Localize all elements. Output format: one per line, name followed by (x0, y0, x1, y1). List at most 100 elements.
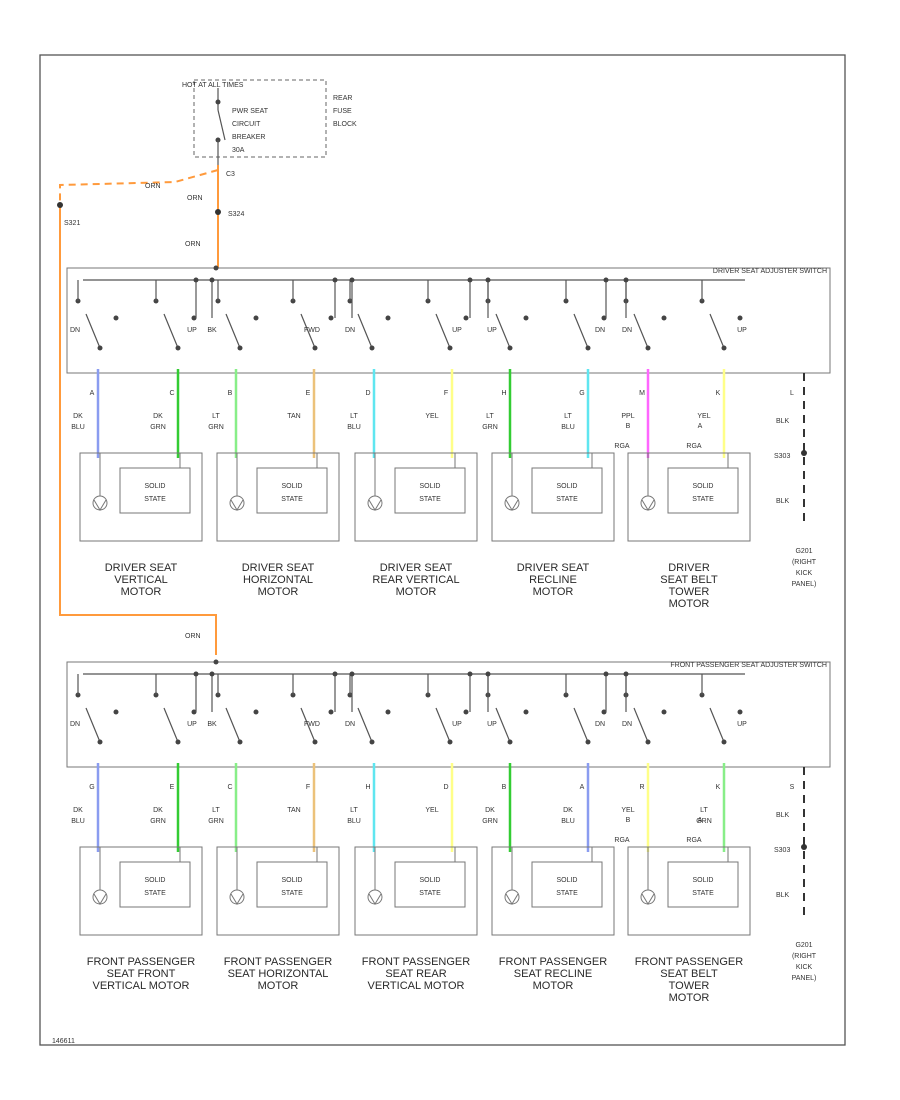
switch-contact-8: DN (563, 674, 607, 745)
pin-label: C (169, 390, 174, 397)
motor-name-label: DRIVER SEAT (242, 562, 315, 574)
motor-icon (229, 495, 245, 511)
wire-color-label: TAN (287, 807, 300, 814)
contact-blade (633, 313, 649, 349)
solid-state-label: STATE (281, 890, 303, 897)
switch-contact-10: UP (699, 674, 747, 745)
motor-name-label: DRIVER SEAT (380, 562, 453, 574)
breaker-label-1: PWR SEAT (232, 108, 269, 115)
motor-icon (640, 889, 656, 905)
contact-terminal-right (385, 709, 391, 715)
motor-name-label: MOTOR (396, 586, 437, 598)
switch-input-pin (213, 659, 219, 665)
motor-name-label: MOTOR (258, 980, 299, 992)
contact-pivot (645, 345, 651, 351)
bus-tap-dot-7 (603, 671, 609, 677)
belt-pin-label: A (698, 423, 703, 430)
switch-contact-2: UP (153, 674, 197, 745)
splice-s321-label: S321 (64, 220, 80, 227)
switch-contact-1: DN (70, 280, 119, 351)
contact-pivot (645, 739, 651, 745)
motor-name-label: FRONT PASSENGER (362, 956, 470, 968)
belt-connector-label: RGA (614, 443, 630, 450)
breaker-label-2: CIRCUIT (232, 121, 261, 128)
ground-location-label: G201 (795, 942, 812, 949)
motor-name-label: DRIVER SEAT (105, 562, 178, 574)
switch-position-label: DN (70, 327, 80, 334)
feed-wire-main-label: ORN (187, 195, 203, 202)
motor-name-label: FRONT PASSENGER (499, 956, 607, 968)
solid-state-label: SOLID (419, 483, 440, 490)
switch-input-pin (213, 265, 219, 271)
motor-symbol (93, 893, 107, 905)
fuse-connector-label: C3 (226, 171, 235, 178)
fuse-block-label-2: FUSE (333, 108, 352, 115)
wire-color-label: BLU (561, 818, 575, 825)
contact-terminal-right (737, 709, 743, 715)
switch-contact-6: UP (425, 674, 469, 745)
motor-name-label: SEAT FRONT (107, 968, 176, 980)
wire-color-label: LT (564, 413, 572, 420)
motor-name-label: MOTOR (258, 586, 299, 598)
motor-name-label: REAR VERTICAL (372, 574, 459, 586)
bus-tap-dot-5 (467, 671, 473, 677)
solid-state-label: STATE (692, 890, 714, 897)
switch-position-label: UP (737, 327, 747, 334)
motor-name-label: MOTOR (121, 586, 162, 598)
motor-icon (229, 889, 245, 905)
pin-label: G (89, 784, 94, 791)
switch-position-label: UP (487, 721, 497, 728)
contact-blade (300, 313, 316, 349)
pin-label: H (501, 390, 506, 397)
motor-name-label: SEAT BELT (660, 968, 718, 980)
motor-housing (354, 846, 478, 936)
contact-blade (573, 313, 589, 349)
ground-pin-label: L (790, 390, 794, 397)
switch-position-label: UP (187, 327, 197, 334)
switch-position-label: DN (345, 721, 355, 728)
belt-connector-label: RGA (686, 443, 702, 450)
contact-pivot (237, 739, 243, 745)
motor-name-label: SEAT RECLINE (514, 968, 592, 980)
motor-name-label: VERTICAL (114, 574, 168, 586)
motor-symbol (505, 893, 519, 905)
motor-symbol (368, 499, 382, 511)
wire-color-label: BLU (71, 424, 85, 431)
motor-icon (504, 495, 520, 511)
wire-color-label: LT (700, 807, 708, 814)
solid-state-label: SOLID (419, 877, 440, 884)
ground-splice-label: S303 (774, 453, 790, 460)
contact-pivot (447, 739, 453, 745)
motor-name-label: TOWER (669, 586, 710, 598)
wire-color-label: LT (350, 807, 358, 814)
pin-label: A (90, 390, 95, 397)
switch-contact-8: DN (563, 280, 607, 351)
fuse-block-label-3: BLOCK (333, 121, 357, 128)
wire-color-label: GRN (208, 818, 224, 825)
wire-color-label: LT (486, 413, 494, 420)
contact-blade (85, 707, 101, 743)
wire-color-label: YEL (697, 413, 710, 420)
hot-at-all-times-label: HOT AT ALL TIMES (182, 82, 244, 89)
pin-label: D (365, 390, 370, 397)
motor-symbol (505, 499, 519, 511)
breaker-label-4: 30A (232, 147, 245, 154)
motor-name-label: FRONT PASSENGER (87, 956, 195, 968)
wire-color-label: LT (350, 413, 358, 420)
motor-solid-state-box (531, 861, 603, 908)
switch-contact-9: DN (622, 674, 667, 745)
contact-pivot (97, 739, 103, 745)
power-feed: ORN ORN S321 S324 ORN ORN (57, 165, 244, 655)
wire-color-label: BLU (561, 424, 575, 431)
